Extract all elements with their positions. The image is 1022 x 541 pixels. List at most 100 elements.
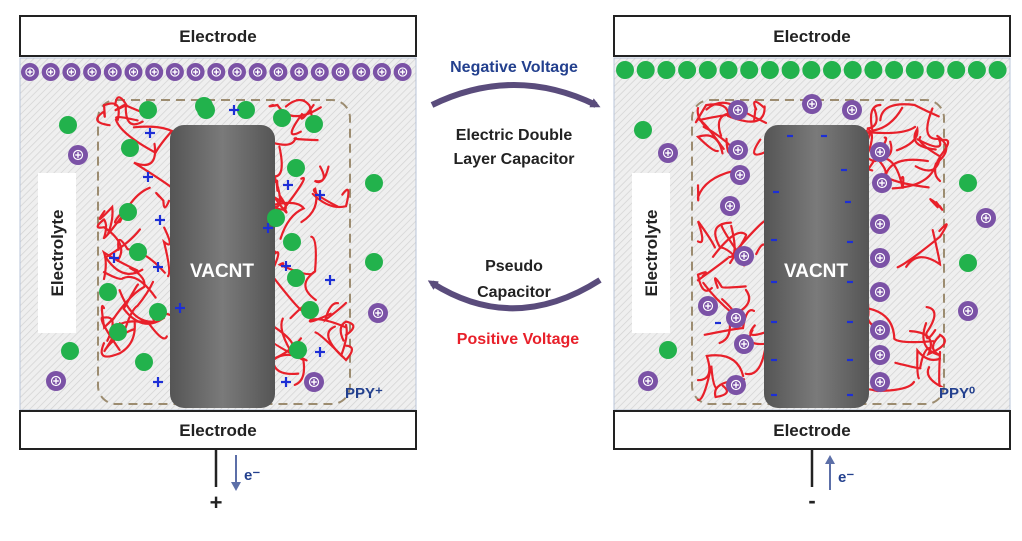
ppy-fiber: [271, 176, 305, 214]
cation: [145, 63, 164, 81]
cation: [83, 63, 102, 81]
cation: [393, 63, 412, 81]
ppy-fiber: [311, 188, 350, 209]
cation: [730, 165, 750, 185]
right-electrolyte-label: Electrolyte: [642, 210, 661, 297]
bottom-cycle-arrow: [427, 277, 602, 312]
left-electron-label: e⁻: [244, 467, 260, 484]
ppy-fiber: [695, 134, 724, 155]
cation: [103, 63, 122, 81]
right-top-electrode: Electrode: [613, 15, 1011, 57]
anion: [657, 61, 676, 79]
ppy-fiber: [314, 165, 330, 184]
ppy-fiber: [894, 346, 932, 370]
ppy-fiber: [117, 238, 166, 274]
ppy-fiber: [696, 169, 735, 202]
right-cell: Electrode VACNT Electrolyte PPY⁰ Electro…: [613, 15, 1011, 513]
cation: [726, 308, 746, 328]
ppy-fiber: [879, 103, 940, 122]
anion: [99, 283, 117, 301]
ppy-fiber: [916, 347, 942, 380]
pseudo-label-line1: Pseudo: [485, 258, 543, 275]
ppy-fiber: [922, 322, 942, 357]
ppy-fiber: [308, 312, 348, 329]
positive-charge: [145, 128, 155, 138]
right-vacnt: VACNT: [764, 125, 869, 408]
ppy-fiber: [925, 306, 937, 340]
cation: [638, 371, 658, 391]
cation: [958, 301, 978, 321]
ppy-fiber: [918, 135, 950, 158]
anion: [301, 301, 319, 319]
anion: [135, 353, 153, 371]
cation: [165, 63, 184, 81]
right-bottom-electrode-label: Electrode: [773, 421, 850, 440]
ppy-fiber: [271, 136, 319, 146]
left-bottom-electrode: Electrode: [19, 410, 417, 450]
anion: [287, 159, 305, 177]
ppy-fiber: [277, 262, 315, 276]
anion: [139, 101, 157, 119]
ppy-fiber: [896, 223, 948, 269]
anion: [149, 303, 167, 321]
cation: [734, 334, 754, 354]
anion: [967, 61, 986, 79]
anion: [273, 109, 291, 127]
positive-charge: [153, 262, 163, 272]
right-terminal-sign: -: [808, 488, 815, 513]
ppy-fiber: [753, 100, 765, 123]
ppy-fiber: [102, 207, 129, 240]
ppy-fiber: [908, 330, 946, 357]
cation: [310, 63, 329, 81]
anion: [59, 116, 77, 134]
anion: [823, 61, 841, 79]
anion: [885, 61, 904, 79]
right-electrolyte-box: Electrolyte: [632, 173, 670, 333]
ppy-fiber: [916, 107, 942, 148]
ppy-fiber: [696, 365, 718, 402]
right-polymer-label: PPY⁰: [939, 385, 975, 402]
cation: [870, 282, 890, 302]
positive-charge: [315, 190, 325, 200]
anion: [802, 61, 821, 79]
anion: [305, 115, 323, 133]
cation: [726, 375, 746, 395]
left-electron-arrowhead: [231, 482, 241, 491]
positive-charge: [283, 180, 293, 190]
ppy-fiber: [696, 220, 716, 249]
middle-annotations: Negative Voltage Electric Double Layer C…: [427, 59, 602, 348]
ppy-fiber: [323, 301, 348, 323]
edlc-label-line1: Electric Double: [456, 127, 573, 144]
cation: [304, 372, 324, 392]
positive-charge: [325, 275, 335, 285]
anion: [698, 61, 717, 79]
ppy-fiber: [96, 218, 123, 262]
left-electrolyte-label: Electrolyte: [48, 210, 67, 297]
anion: [616, 61, 634, 79]
anion: [988, 61, 1007, 79]
anion: [61, 342, 79, 360]
ppy-fiber: [713, 277, 747, 289]
anion: [109, 323, 127, 341]
left-polymer-label: PPY⁺: [345, 385, 383, 402]
right-electron-arrowhead: [825, 455, 835, 464]
cation: [728, 100, 748, 120]
anion: [959, 174, 977, 192]
anion: [864, 61, 883, 79]
positive-charge: [315, 347, 325, 357]
anion: [636, 61, 655, 79]
anion: [119, 203, 137, 221]
ppy-fiber: [114, 186, 151, 225]
anion: [287, 269, 305, 287]
anion: [719, 61, 738, 79]
anion: [959, 254, 977, 272]
ppy-fiber: [111, 267, 146, 321]
ppy-fiber: [865, 108, 878, 157]
cation: [372, 63, 391, 81]
right-electron-label: e⁻: [838, 469, 854, 486]
cation: [331, 63, 350, 81]
left-electrolyte-box: Electrolyte: [38, 173, 76, 333]
ppy-fiber: [314, 331, 354, 362]
anion: [926, 61, 945, 79]
ppy-fiber: [100, 321, 136, 358]
